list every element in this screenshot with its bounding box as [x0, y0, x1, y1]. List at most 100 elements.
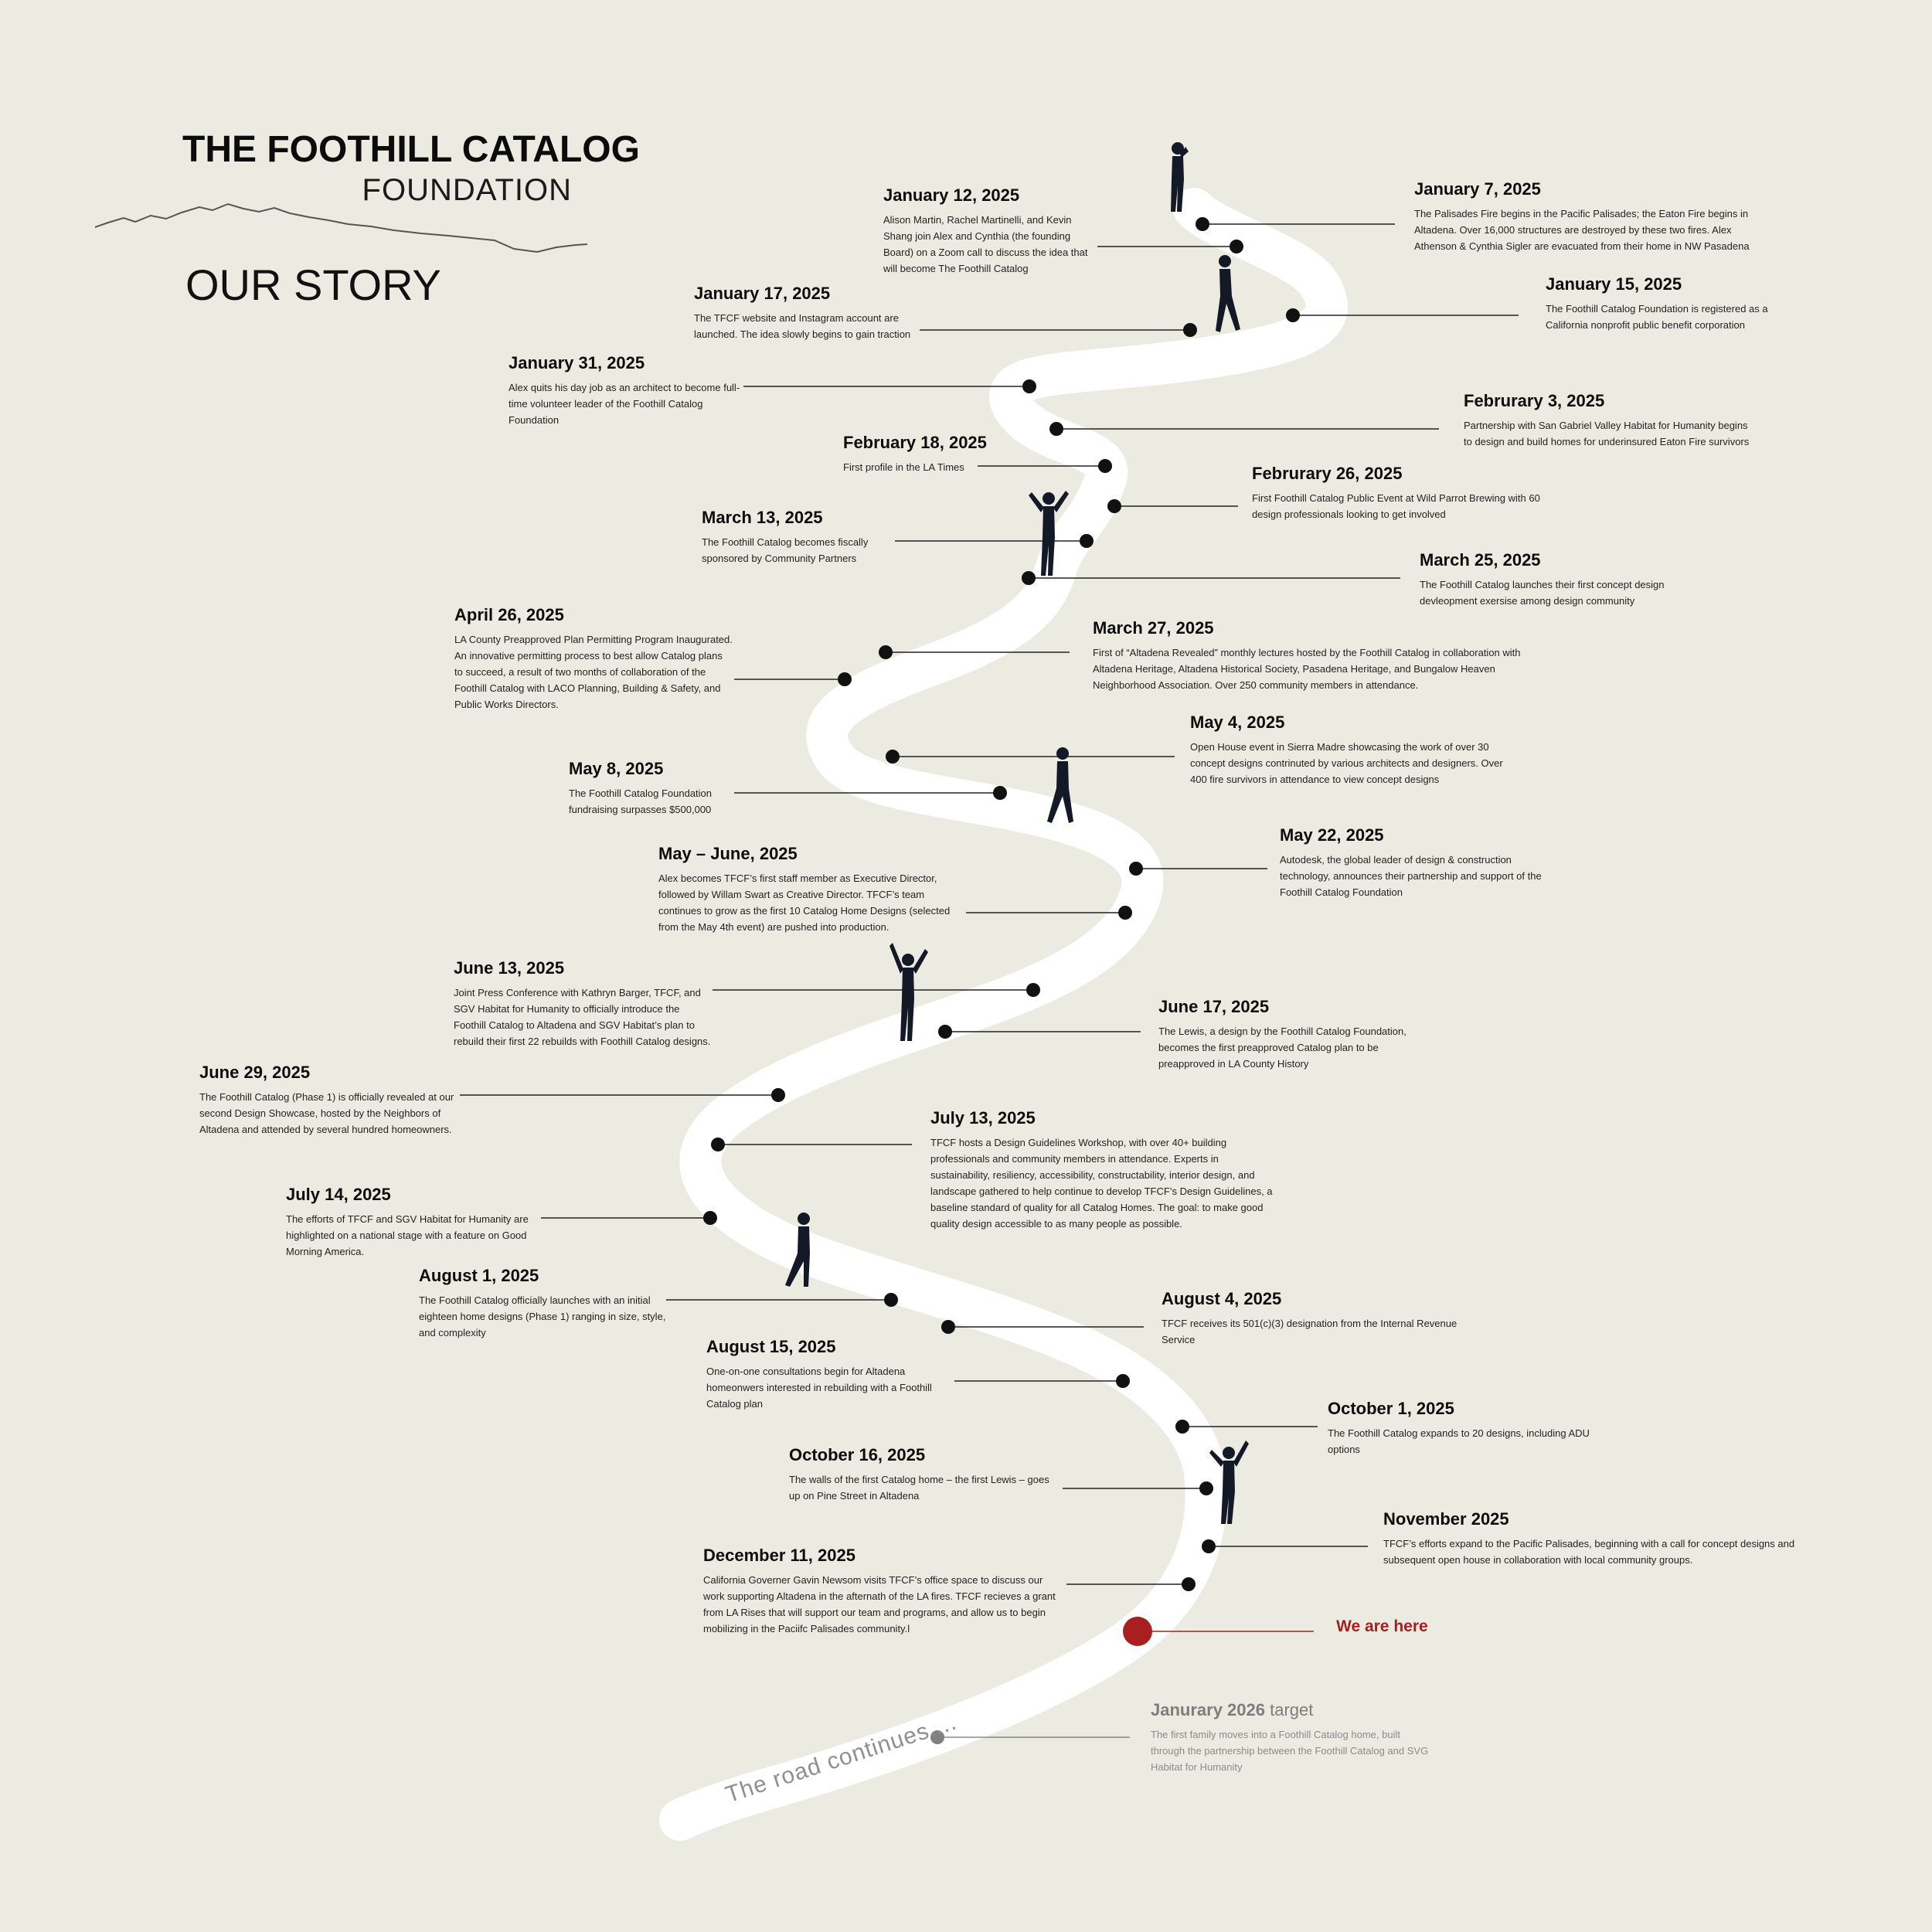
winding-road [659, 188, 1348, 1841]
event-description: The efforts of TFCF and SGV Habitat for … [286, 1213, 529, 1257]
event-dot [879, 645, 893, 659]
target-date-main: Janurary 2026 [1151, 1700, 1265, 1719]
event-dot [771, 1088, 785, 1102]
event-description: The Foothill Catalog (Phase 1) is offici… [199, 1091, 454, 1135]
event-description: The Foothill Catalog becomes fiscally sp… [702, 536, 869, 564]
timeline-event: June 13, 2025 Joint Press Conference wit… [454, 958, 713, 1049]
organization-subtitle: FOUNDATION [362, 173, 572, 207]
event-date: January 12, 2025 [883, 185, 1020, 205]
event-dot [884, 1293, 898, 1307]
event-description: Autodesk, the global leader of design & … [1280, 854, 1542, 898]
event-date: October 16, 2025 [789, 1445, 926, 1464]
event-dot [1183, 323, 1197, 337]
person-arms-raised-icon [1209, 1440, 1249, 1524]
event-date: November 2025 [1383, 1509, 1509, 1529]
event-date: March 13, 2025 [702, 508, 823, 527]
we-are-here-label: We are here [1336, 1617, 1428, 1635]
event-dot [993, 786, 1007, 800]
event-dot [1175, 1420, 1189, 1434]
event-description: The Foothill Catalog Foundation fundrais… [569, 787, 713, 815]
event-dot [838, 672, 852, 686]
timeline-event: March 13, 2025 The Foothill Catalog beco… [702, 508, 895, 566]
event-date: January 7, 2025 [1414, 179, 1541, 199]
event-date: October 1, 2025 [1328, 1399, 1454, 1418]
event-description: LA County Preapproved Plan Permitting Pr… [454, 634, 733, 710]
event-date: July 14, 2025 [286, 1185, 391, 1204]
event-dot [1049, 422, 1063, 436]
event-dot [941, 1320, 955, 1334]
event-date: August 1, 2025 [419, 1266, 539, 1285]
event-description: The Foothill Catalog launches their firs… [1420, 579, 1665, 607]
timeline-event: January 15, 2025 The Foothill Catalog Fo… [1546, 274, 1770, 333]
event-description: First Foothill Catalog Public Event at W… [1252, 492, 1540, 520]
event-description: Joint Press Conference with Kathryn Barg… [454, 987, 711, 1047]
event-dot [1230, 240, 1243, 253]
event-dot [1080, 534, 1094, 548]
event-description: The Foothill Catalog Foundation is regis… [1546, 303, 1768, 331]
event-dot [1196, 217, 1209, 231]
event-date: July 13, 2025 [930, 1108, 1036, 1128]
event-date: March 27, 2025 [1093, 618, 1214, 638]
person-figure-icon [1171, 142, 1189, 212]
event-date: May 22, 2025 [1280, 825, 1384, 845]
timeline-event: August 4, 2025 TFCF receives its 501(c)(… [1162, 1289, 1486, 1348]
event-description: The Foothill Catalog expands to 20 desig… [1328, 1427, 1590, 1455]
event-date: June 29, 2025 [199, 1063, 311, 1082]
event-dot [1129, 862, 1143, 876]
timeline-event: February 18, 2025 First profile in the L… [843, 433, 998, 475]
event-description: The TFCF website and Instagram account a… [694, 312, 911, 340]
event-dot [938, 1025, 952, 1039]
event-dot [1098, 459, 1112, 473]
timeline-event: May – June, 2025 Alex becomes TFCF’s fir… [658, 844, 952, 935]
event-date: January 15, 2025 [1546, 274, 1682, 294]
event-description: Open House event in Sierra Madre showcas… [1190, 741, 1503, 785]
event-description: Alex quits his day job as an architect t… [509, 382, 740, 426]
timeline-event: May 22, 2025 Autodesk, the global leader… [1280, 825, 1558, 900]
timeline-event: June 17, 2025 The Lewis, a design by the… [1158, 997, 1421, 1072]
event-description: TFCF receives its 501(c)(3) designation … [1162, 1318, 1458, 1345]
event-dot [886, 750, 900, 764]
event-dot [1182, 1577, 1196, 1591]
timeline-event: November 2025 TFCF’s efforts expand to t… [1383, 1509, 1816, 1568]
timeline-event: Februrary 26, 2025 First Foothill Catalo… [1252, 464, 1546, 522]
event-description: The Palisades Fire begins in the Pacific… [1414, 208, 1750, 252]
timeline-event: October 1, 2025 The Foothill Catalog exp… [1328, 1399, 1606, 1458]
timeline-event: October 16, 2025 The walls of the first … [789, 1445, 1060, 1504]
timeline-event: March 27, 2025 First of “Altadena Reveal… [1093, 618, 1541, 693]
event-dot [1022, 571, 1036, 585]
event-dot [1286, 308, 1300, 322]
event-description: TFCF hosts a Design Guidelines Workshop,… [930, 1137, 1273, 1230]
event-dot [1022, 379, 1036, 393]
event-date: Februrary 3, 2025 [1464, 391, 1605, 410]
event-dot [1107, 499, 1121, 513]
mountain-ridge-icon [94, 202, 588, 253]
event-dot [1116, 1374, 1130, 1388]
event-date: Februrary 26, 2025 [1252, 464, 1403, 483]
event-date: February 18, 2025 [843, 433, 987, 452]
timeline-event: January 31, 2025 Alex quits his day job … [509, 353, 740, 428]
timeline-event: June 29, 2025 The Foothill Catalog (Phas… [199, 1063, 454, 1138]
event-description: The walls of the first Catalog home – th… [789, 1474, 1049, 1502]
event-date: May 8, 2025 [569, 759, 664, 778]
event-dot [711, 1138, 725, 1151]
walking-person-icon [1047, 747, 1073, 823]
target-event: Janurary 2026 target The first family mo… [1151, 1700, 1429, 1775]
event-description: First profile in the LA Times [843, 461, 964, 473]
event-dot [1199, 1481, 1213, 1495]
event-dot [1118, 906, 1132, 920]
event-description: First of “Altadena Revealed” monthly lec… [1093, 647, 1521, 691]
event-dot [1202, 1539, 1216, 1553]
timeline-event: April 26, 2025 LA County Preapproved Pla… [454, 605, 733, 713]
timeline-event: Februrary 3, 2025 Partnership with San G… [1464, 391, 1757, 450]
timeline-event: July 13, 2025 TFCF hosts a Design Guidel… [930, 1108, 1278, 1232]
person-arms-raised-icon [889, 943, 928, 1041]
event-description: The Lewis, a design by the Foothill Cata… [1158, 1026, 1406, 1070]
section-title: OUR STORY [185, 260, 441, 309]
event-dot [703, 1211, 717, 1225]
event-description: TFCF’s efforts expand to the Pacific Pal… [1383, 1538, 1795, 1566]
event-description: Partnership with San Gabriel Valley Habi… [1464, 420, 1750, 447]
event-description: California Governer Gavin Newsom visits … [703, 1574, 1056, 1634]
connector-lines [460, 223, 1519, 1585]
event-description: Alison Martin, Rachel Martinelli, and Ke… [883, 214, 1088, 274]
